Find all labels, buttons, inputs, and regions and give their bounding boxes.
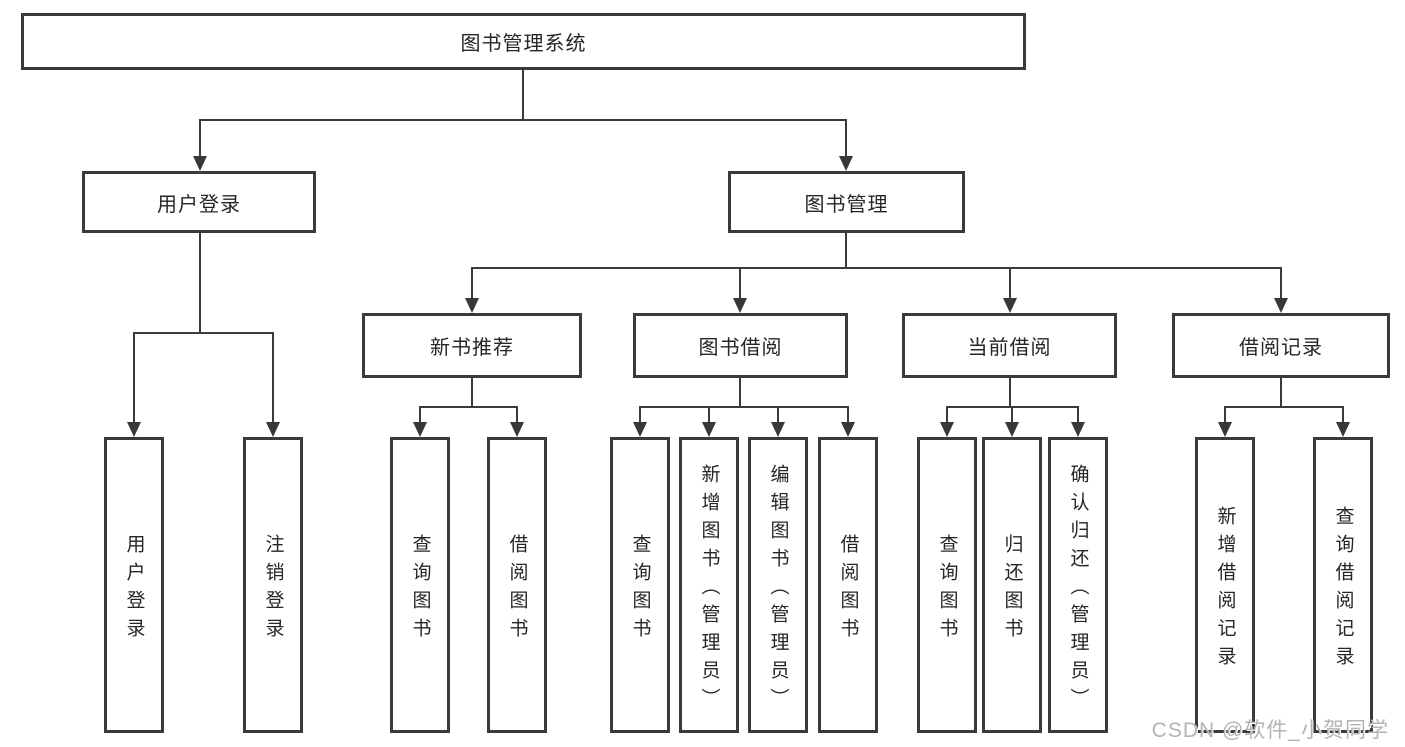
node-root: 图书管理系统 [21, 13, 1026, 70]
node-root-label: 图书管理系统 [460, 33, 587, 55]
node-new-book-recommend-label: 新书推荐 [430, 337, 514, 359]
node-user-login: 用户登录 [82, 171, 316, 233]
node-book-management: 图书管理 [728, 171, 965, 233]
node-book-borrowing: 图书借阅 [633, 313, 848, 378]
leaf-add-borrow-record: 新增借阅记录 [1195, 437, 1255, 733]
leaf-logout-label: 注销登录 [262, 533, 284, 646]
node-current-borrowing: 当前借阅 [902, 313, 1117, 378]
leaf-borrow-books-borrowing: 借阅图书 [818, 437, 878, 733]
node-new-book-recommend: 新书推荐 [362, 313, 582, 378]
leaf-query-books-recommend: 查询图书 [390, 437, 450, 733]
leaf-confirm-return-admin-label: 确认归还（管理员） [1067, 463, 1089, 716]
watermark: CSDN @软件_小贺同学 [1151, 719, 1389, 742]
leaf-logout: 注销登录 [243, 437, 303, 733]
leaf-return-books-label: 归还图书 [1001, 533, 1023, 646]
leaf-query-borrow-record: 查询借阅记录 [1313, 437, 1373, 733]
leaf-return-books: 归还图书 [982, 437, 1042, 733]
connector-paths [133, 70, 1344, 423]
node-borrowing-records-label: 借阅记录 [1239, 337, 1323, 359]
arrowhead [771, 422, 785, 437]
arrowhead [1003, 298, 1017, 313]
leaf-edit-books-admin: 编辑图书（管理员） [748, 437, 808, 733]
leaf-query-borrow-record-label: 查询借阅记录 [1332, 505, 1354, 674]
arrowhead [733, 298, 747, 313]
arrowhead [1274, 298, 1288, 313]
leaf-borrow-books-borrowing-label: 借阅图书 [837, 533, 859, 646]
leaf-add-borrow-record-label: 新增借阅记录 [1214, 505, 1236, 674]
node-user-login-label: 用户登录 [157, 193, 241, 216]
leaf-query-books-borrowing-label: 查询图书 [629, 533, 651, 646]
arrowhead [510, 422, 524, 437]
arrowhead [1005, 422, 1019, 437]
arrowheads [127, 156, 1350, 437]
arrowhead [839, 156, 853, 171]
arrowhead [1218, 422, 1232, 437]
leaf-query-books-current-label: 查询图书 [936, 533, 958, 646]
arrowhead [413, 422, 427, 437]
leaf-user-login-label: 用户登录 [123, 533, 145, 646]
arrowhead [633, 422, 647, 437]
arrowhead [940, 422, 954, 437]
leaf-query-books-current: 查询图书 [917, 437, 977, 733]
arrowhead [465, 298, 479, 313]
leaf-add-books-admin-label: 新增图书（管理员） [698, 463, 720, 716]
leaf-add-books-admin: 新增图书（管理员） [679, 437, 739, 733]
leaf-user-login: 用户登录 [104, 437, 164, 733]
node-book-management-label: 图书管理 [804, 193, 889, 216]
node-book-borrowing-label: 图书借阅 [698, 337, 783, 359]
leaf-confirm-return-admin: 确认归还（管理员） [1048, 437, 1108, 733]
leaf-edit-books-admin-label: 编辑图书（管理员） [767, 463, 789, 716]
arrowhead [266, 422, 280, 437]
leaf-borrow-books-recommend: 借阅图书 [487, 437, 547, 733]
leaf-borrow-books-recommend-label: 借阅图书 [506, 533, 528, 646]
leaf-query-books-borrowing: 查询图书 [610, 437, 670, 733]
arrowhead [1071, 422, 1085, 437]
node-current-borrowing-label: 当前借阅 [967, 337, 1052, 359]
arrowhead [127, 422, 141, 437]
arrowhead [193, 156, 207, 171]
node-borrowing-records: 借阅记录 [1172, 313, 1390, 378]
leaf-query-books-recommend-label: 查询图书 [409, 533, 431, 646]
arrowhead [841, 422, 855, 437]
arrowhead [702, 422, 716, 437]
arrowhead [1336, 422, 1350, 437]
